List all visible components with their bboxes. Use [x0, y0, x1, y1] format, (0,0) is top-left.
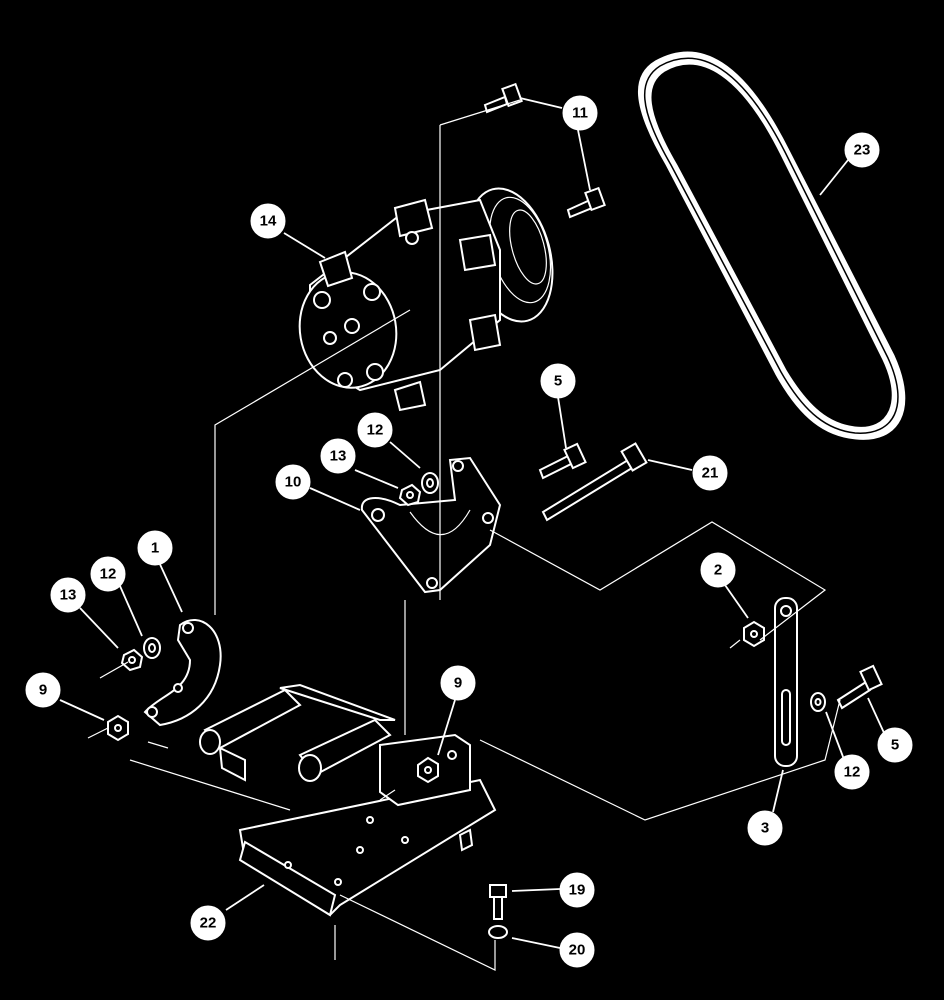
callout-12-right: 12: [834, 754, 870, 790]
nut-upper: [398, 483, 422, 507]
compressor: [298, 187, 554, 412]
callout-5-lower-label: 5: [891, 737, 899, 754]
assembly-lines: [87, 99, 841, 971]
callout-22: 22: [190, 905, 226, 941]
callout-10: 10: [275, 464, 311, 500]
bolt-5-upper: [538, 442, 587, 480]
callout-13-upper: 13: [320, 438, 356, 474]
washer-lower: [143, 637, 161, 659]
nut-2: [743, 620, 765, 648]
callout-10-label: 10: [285, 474, 302, 491]
callout-12-lower-label: 12: [100, 566, 117, 583]
callout-5-upper: 5: [540, 363, 576, 399]
callout-13-upper-label: 13: [330, 448, 347, 465]
callout-3: 3: [747, 810, 783, 846]
drive-belt: [636, 50, 907, 442]
nut-9-left: [107, 714, 129, 742]
callout-9-right: 9: [440, 665, 476, 701]
callout-9-left: 9: [25, 672, 61, 708]
leader-lines: [59, 97, 886, 949]
callout-11: 11: [562, 95, 598, 131]
bolt-21-long: [541, 442, 648, 522]
mounting-plate: [199, 683, 497, 917]
bolt-19: [489, 884, 507, 920]
callout-11-label: 11: [572, 105, 588, 122]
mounting-bracket: [360, 456, 502, 594]
bolt-lower: [566, 186, 606, 219]
callout-5-upper-label: 5: [554, 373, 562, 390]
callout-19: 19: [559, 872, 595, 908]
washer-upper: [421, 472, 439, 494]
callout-3-label: 3: [761, 820, 769, 837]
adjusting-strap: [774, 597, 798, 767]
callout-14: 14: [250, 203, 286, 239]
bolt-upper: [483, 82, 523, 114]
callout-20: 20: [559, 932, 595, 968]
washer-20: [488, 925, 508, 939]
callout-22-label: 22: [200, 915, 217, 932]
nut-lower: [120, 648, 144, 672]
washer-right: [810, 692, 826, 712]
callout-14-label: 14: [260, 213, 277, 230]
callout-13-lower: 13: [50, 577, 86, 613]
callout-2-label: 2: [714, 562, 722, 579]
callout-21-label: 21: [702, 465, 719, 482]
callout-23-label: 23: [854, 142, 871, 159]
callout-23: 23: [844, 132, 880, 168]
callout-13-lower-label: 13: [60, 587, 77, 604]
callout-19-label: 19: [569, 882, 586, 899]
bolt-5-lower: [836, 664, 883, 710]
callout-9-right-label: 9: [454, 675, 462, 692]
callout-12-upper: 12: [357, 412, 393, 448]
callout-21: 21: [692, 455, 728, 491]
nut-9-right: [417, 756, 439, 784]
small-bracket: [143, 619, 222, 727]
callout-9-left-label: 9: [39, 682, 47, 699]
callout-20-label: 20: [569, 942, 586, 959]
callout-5-lower: 5: [877, 727, 913, 763]
callout-12-right-label: 12: [844, 764, 861, 781]
callout-1: 1: [137, 530, 173, 566]
callout-2: 2: [700, 552, 736, 588]
callout-1-label: 1: [151, 540, 159, 557]
callout-12-upper-label: 12: [367, 422, 384, 439]
callout-12-lower: 12: [90, 556, 126, 592]
